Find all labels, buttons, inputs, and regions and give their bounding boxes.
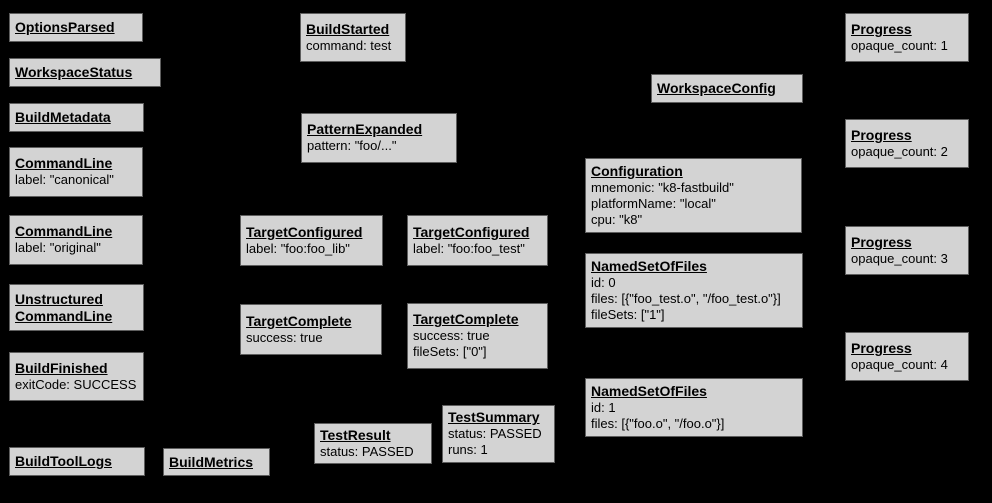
node-target-complete-test: TargetComplete success: true fileSets: [… <box>407 303 548 369</box>
node-field: exitCode: SUCCESS <box>15 376 137 392</box>
node-field: opaque_count: 3 <box>851 250 948 266</box>
node-field: fileSets: ["1"] <box>591 307 665 323</box>
node-title: Progress <box>851 339 912 356</box>
node-target-configured-foo-lib: TargetConfigured label: "foo:foo_lib" <box>240 215 383 266</box>
node-field: files: [{"foo_test.o", "/foo_test.o"}] <box>591 290 781 306</box>
node-options-parsed: OptionsParsed <box>9 13 143 42</box>
node-field: status: PASSED <box>448 426 542 442</box>
node-progress-3: Progress opaque_count: 3 <box>845 226 969 275</box>
node-title: TestSummary <box>448 409 540 426</box>
node-unstructured-command-line: Unstructured CommandLine <box>9 284 144 331</box>
node-field: opaque_count: 1 <box>851 37 948 53</box>
node-title: BuildMetrics <box>169 453 254 470</box>
node-progress-4: Progress opaque_count: 4 <box>845 332 969 381</box>
node-title: TargetConfigured <box>413 223 530 240</box>
node-title: BuildMetadata <box>15 109 111 126</box>
node-field: opaque_count: 2 <box>851 143 948 159</box>
node-field: id: 1 <box>591 399 616 415</box>
node-field: files: [{"foo.o", "/foo.o"}] <box>591 415 725 431</box>
node-title: TestResult <box>320 426 391 443</box>
node-field: pattern: "foo/..." <box>307 138 397 154</box>
node-field: label: "foo:foo_lib" <box>246 240 350 256</box>
node-progress-1: Progress opaque_count: 1 <box>845 13 969 62</box>
node-title: NamedSetOfFiles <box>591 382 707 399</box>
node-named-set-of-files-1: NamedSetOfFiles id: 1 files: [{"foo.o", … <box>585 378 803 437</box>
node-title: CommandLine <box>15 155 113 172</box>
node-workspace-config: WorkspaceConfig <box>651 74 803 103</box>
node-title: Configuration <box>591 162 683 179</box>
node-test-summary: TestSummary status: PASSED runs: 1 <box>442 405 555 463</box>
node-field: label: "original" <box>15 240 101 256</box>
node-field: command: test <box>306 37 392 53</box>
node-field: success: true <box>413 328 490 344</box>
node-target-complete-lib: TargetComplete success: true <box>240 304 382 355</box>
node-build-started: BuildStarted command: test <box>300 13 406 62</box>
node-pattern-expanded: PatternExpanded pattern: "foo/..." <box>301 113 457 163</box>
node-title-line2: CommandLine <box>15 307 113 324</box>
node-field: runs: 1 <box>448 442 488 458</box>
node-named-set-of-files-0: NamedSetOfFiles id: 0 files: [{"foo_test… <box>585 253 803 328</box>
node-title: Progress <box>851 233 912 250</box>
node-title: NamedSetOfFiles <box>591 257 707 274</box>
node-title: BuildFinished <box>15 359 108 376</box>
node-workspace-status: WorkspaceStatus <box>9 58 161 87</box>
node-command-line-canonical: CommandLine label: "canonical" <box>9 147 143 197</box>
node-title: CommandLine <box>15 223 113 240</box>
node-title: Unstructured <box>15 290 103 307</box>
node-title: BuildStarted <box>306 20 390 37</box>
node-field: success: true <box>246 329 323 345</box>
node-title: PatternExpanded <box>307 121 423 138</box>
node-field: status: PASSED <box>320 443 414 459</box>
node-field: cpu: "k8" <box>591 212 643 228</box>
node-field: id: 0 <box>591 274 616 290</box>
node-target-configured-foo-test: TargetConfigured label: "foo:foo_test" <box>407 215 548 266</box>
node-field: label: "foo:foo_test" <box>413 240 525 256</box>
node-build-metadata: BuildMetadata <box>9 103 144 132</box>
node-title: BuildToolLogs <box>15 453 112 470</box>
node-title: TargetComplete <box>413 311 519 328</box>
node-field: mnemonic: "k8-fastbuild" <box>591 179 734 195</box>
node-field: label: "canonical" <box>15 172 114 188</box>
node-build-metrics: BuildMetrics <box>163 448 270 476</box>
node-field: platformName: "local" <box>591 195 716 211</box>
node-title: TargetComplete <box>246 312 352 329</box>
node-title: WorkspaceConfig <box>657 80 776 97</box>
node-command-line-original: CommandLine label: "original" <box>9 215 143 265</box>
node-title: Progress <box>851 20 912 37</box>
node-title: OptionsParsed <box>15 19 115 36</box>
node-field: opaque_count: 4 <box>851 356 948 372</box>
node-build-finished: BuildFinished exitCode: SUCCESS <box>9 352 144 401</box>
node-test-result: TestResult status: PASSED <box>314 423 432 464</box>
node-build-tool-logs: BuildToolLogs <box>9 447 145 476</box>
node-configuration: Configuration mnemonic: "k8-fastbuild" p… <box>585 158 802 233</box>
node-progress-2: Progress opaque_count: 2 <box>845 119 969 168</box>
node-title: TargetConfigured <box>246 223 363 240</box>
node-field: fileSets: ["0"] <box>413 344 487 360</box>
node-title: Progress <box>851 126 912 143</box>
node-title: WorkspaceStatus <box>15 64 133 81</box>
